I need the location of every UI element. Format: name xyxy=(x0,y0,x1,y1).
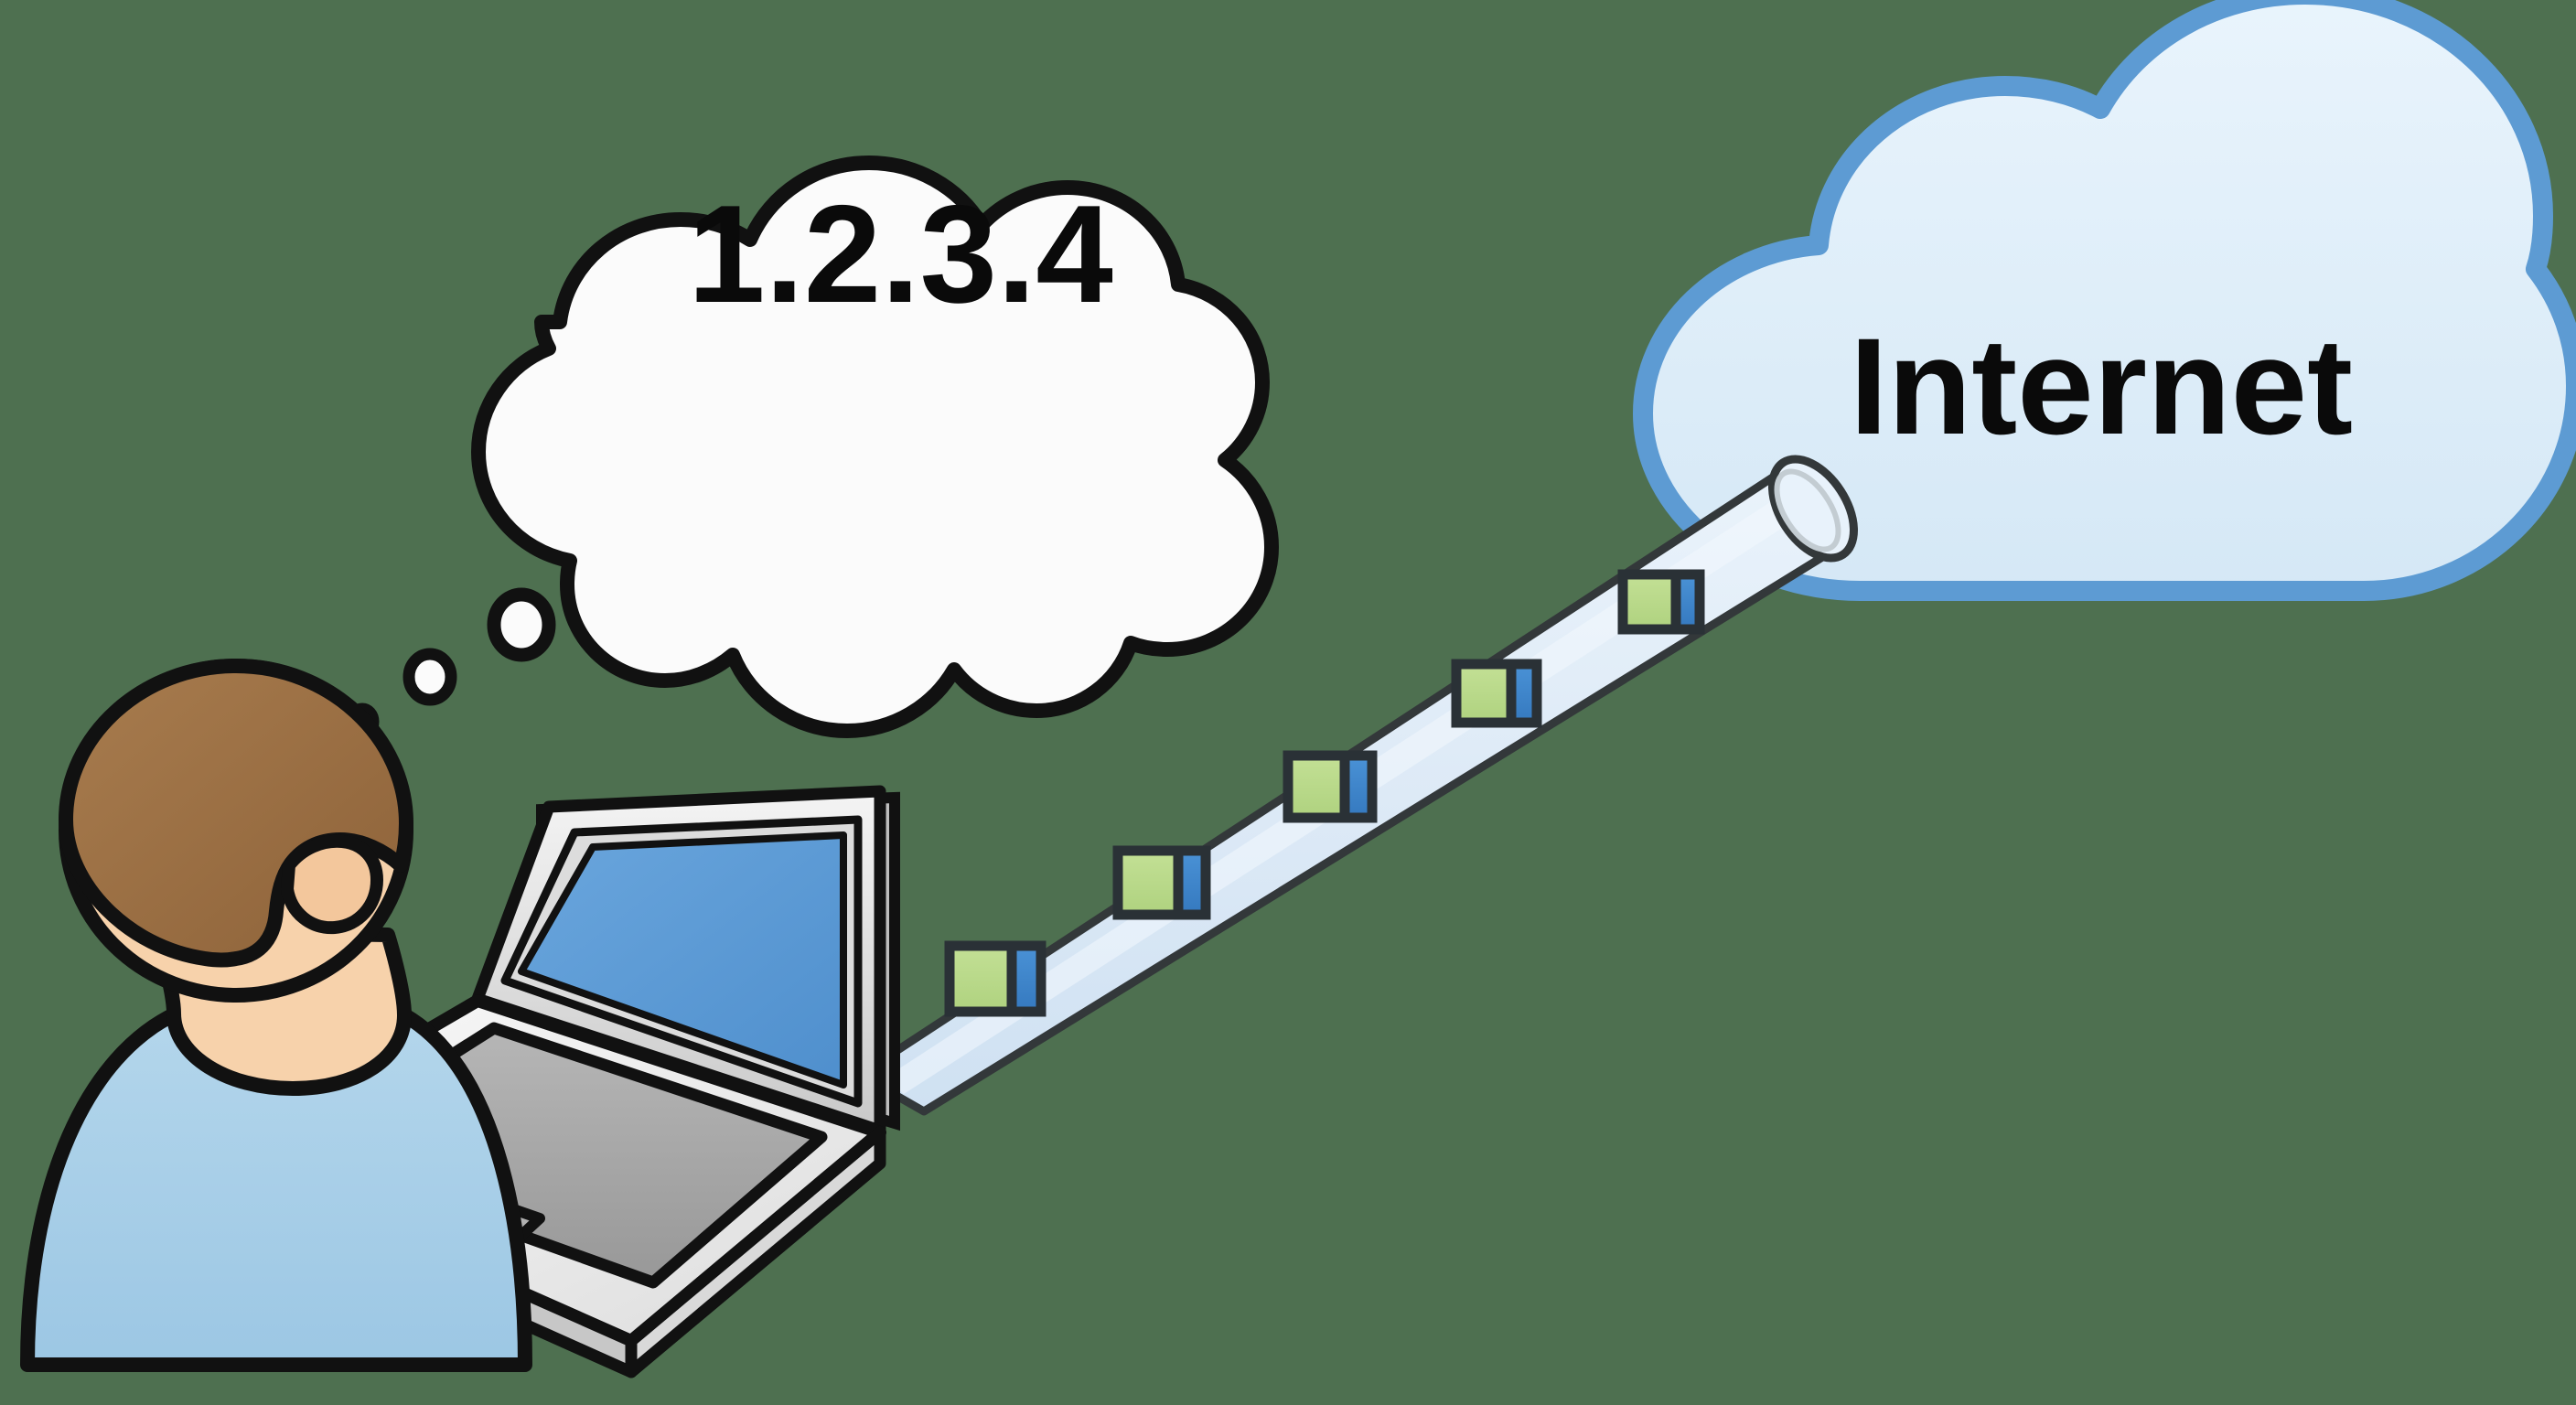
internet-cloud[interactable]: Internet xyxy=(1633,0,2576,601)
thought-bubble-shape xyxy=(471,156,1279,738)
laptop-base-edge-right xyxy=(625,1126,886,1378)
person-at-laptop[interactable] xyxy=(20,659,532,1372)
packet-header xyxy=(1670,569,1705,635)
packet[interactable] xyxy=(1451,659,1542,728)
thought-dot-large xyxy=(487,587,556,662)
packet-header xyxy=(1339,750,1378,823)
packet[interactable] xyxy=(1112,845,1211,920)
person-ear xyxy=(281,834,383,935)
packet-header xyxy=(1173,845,1211,920)
internet-cloud-shape xyxy=(1633,0,2576,601)
laptop-screen xyxy=(518,831,847,1089)
packet[interactable] xyxy=(944,940,1046,1017)
internet-cloud-label: Internet xyxy=(1850,309,2353,463)
thought-bubble[interactable]: 1.2.3.4 xyxy=(345,156,1279,741)
person-hair xyxy=(59,659,413,968)
packet-group xyxy=(944,569,1705,1017)
packet[interactable] xyxy=(1283,750,1378,823)
thought-dot-medium xyxy=(402,648,457,706)
packet[interactable] xyxy=(1617,569,1705,635)
packet-header xyxy=(1006,940,1046,1017)
thought-bubble-text: 1.2.3.4 xyxy=(688,177,1113,332)
packet-header xyxy=(1506,659,1542,728)
pipe-opening-inner-rim xyxy=(1774,468,1841,552)
